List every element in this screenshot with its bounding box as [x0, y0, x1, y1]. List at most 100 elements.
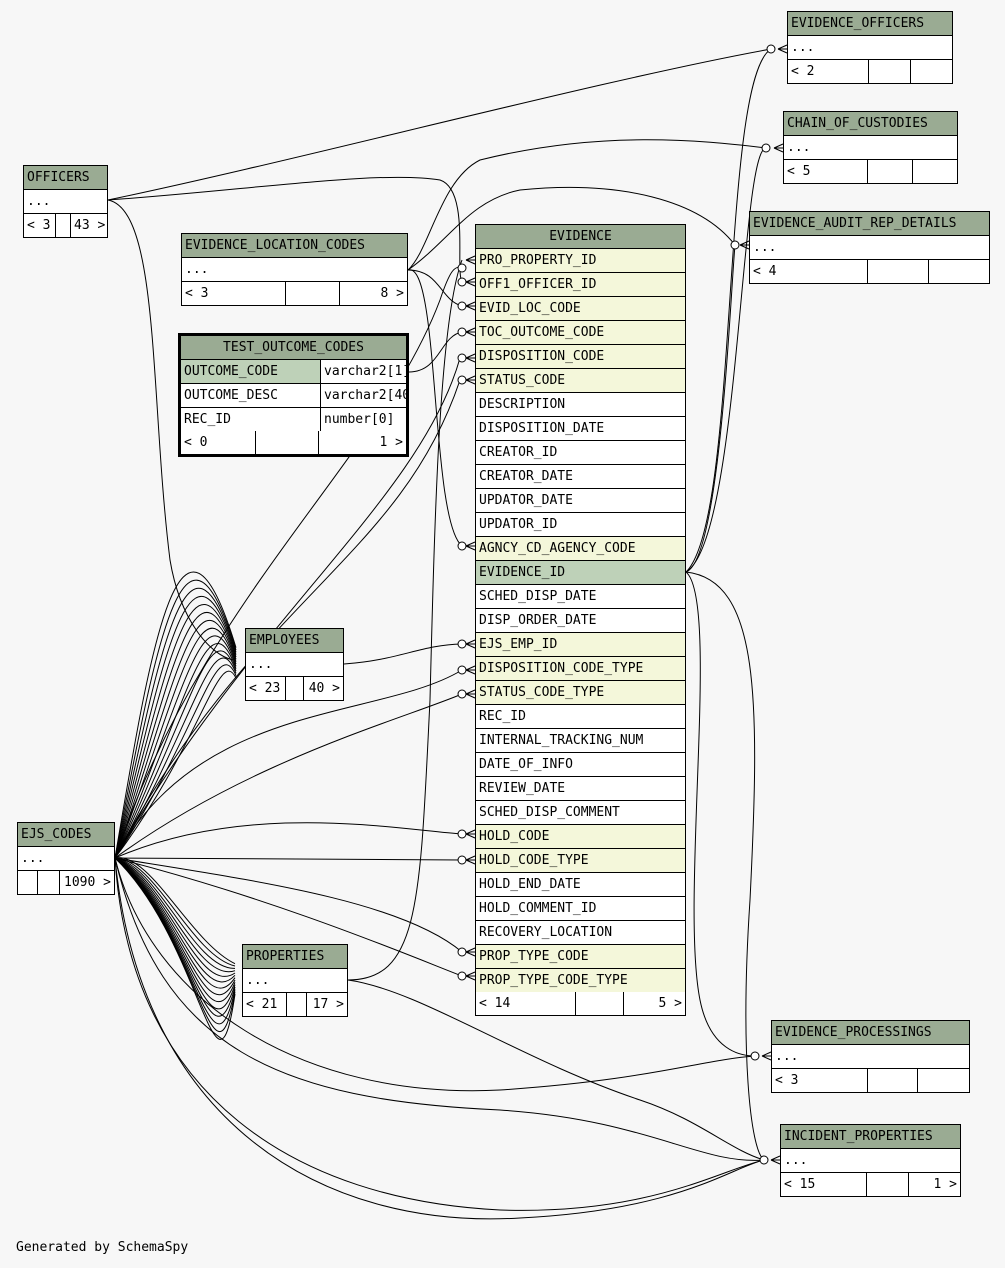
relationship-end-marker — [457, 327, 467, 337]
table-name: EJS_CODES — [18, 823, 114, 847]
parent-count: < 2 — [788, 60, 869, 83]
relationship-end-marker — [457, 277, 467, 287]
relationship-line — [407, 139, 767, 271]
relationship-line — [761, 1051, 772, 1061]
table-employees[interactable]: EMPLOYEES ... < 23 40 > — [245, 628, 344, 701]
column-count — [38, 871, 60, 894]
relationship-end-marker — [457, 375, 467, 385]
table-officers[interactable]: OFFICERS ... < 3 43 > — [23, 165, 108, 238]
relationship-end-marker — [457, 263, 467, 273]
relationship-line — [114, 857, 765, 1211]
relationship-line — [685, 244, 736, 573]
relationship-line — [114, 670, 237, 859]
relationship-line — [114, 379, 461, 859]
parent-count — [18, 871, 38, 894]
column-count — [868, 160, 913, 183]
relationship-line — [107, 48, 772, 201]
table-footer: < 2 — [788, 60, 952, 83]
relationship-line — [465, 689, 476, 699]
relationship-line — [114, 857, 236, 996]
table-chain-of-custodies[interactable]: CHAIN_OF_CUSTODIES ... < 5 — [783, 111, 958, 184]
child-count: 1 > — [379, 435, 403, 450]
table-name: INCIDENT_PROPERTIES — [781, 1125, 960, 1149]
relationship-line — [107, 199, 234, 661]
parent-count: < 21 — [243, 993, 287, 1016]
parent-count: < 23 — [246, 677, 286, 700]
column-count — [576, 992, 624, 1015]
relationship-line — [114, 857, 236, 1017]
column-row: OFF1_OFFICER_ID — [476, 273, 685, 297]
column-row: STATUS_CODE_TYPE — [476, 681, 685, 705]
column-row: DISPOSITION_CODE — [476, 345, 685, 369]
table-footer: 1090 > — [18, 871, 114, 894]
relationship-line — [407, 187, 736, 271]
parent-count: < 3 — [24, 214, 56, 237]
generated-by-footer: Generated by SchemaSpy — [16, 1240, 189, 1255]
relationship-line — [407, 269, 463, 307]
relationship-line — [114, 587, 237, 859]
table-properties[interactable]: PROPERTIES ... < 21 17 > — [242, 944, 348, 1017]
column-row: SCHED_DISP_DATE — [476, 585, 685, 609]
relationship-line — [114, 857, 236, 1002]
child-count — [911, 60, 952, 83]
relationship-line — [114, 857, 236, 973]
table-name: PROPERTIES — [243, 945, 347, 969]
column-row: REC_ID — [476, 705, 685, 729]
table-evidence-audit-rep-details[interactable]: EVIDENCE_AUDIT_REP_DETAILS ... < 4 — [749, 211, 990, 284]
relationship-end-marker — [457, 855, 467, 865]
column-row: PROP_TYPE_CODE — [476, 945, 685, 969]
column-name: REC_ID — [181, 408, 321, 431]
table-footer: < 3 — [772, 1069, 969, 1092]
column-row: DESCRIPTION — [476, 393, 685, 417]
table-incident-properties[interactable]: INCIDENT_PROPERTIES ... < 15 1 > — [780, 1124, 961, 1197]
column-count — [868, 260, 929, 283]
relationship-line — [685, 571, 765, 1161]
column-row: EJS_EMP_ID — [476, 633, 685, 657]
relationship-end-marker — [457, 689, 467, 699]
relationship-line — [114, 571, 237, 859]
relationship-line — [773, 143, 784, 153]
table-evidence-processings[interactable]: EVIDENCE_PROCESSINGS ... < 3 — [771, 1020, 970, 1093]
column-type: number[0] — [324, 412, 395, 427]
collapsed-columns: ... — [750, 236, 989, 260]
table-footer: < 21 17 > — [243, 993, 347, 1016]
collapsed-columns: ... — [24, 190, 107, 214]
table-evidence-location-codes[interactable]: EVIDENCE_LOCATION_CODES ... < 3 8 > — [181, 233, 408, 306]
child-count: 17 > — [312, 997, 344, 1012]
table-name: EVIDENCE_LOCATION_CODES — [182, 234, 407, 258]
table-footer: < 23 40 > — [246, 677, 343, 700]
collapsed-columns: ... — [784, 136, 957, 160]
relationship-end-marker — [457, 639, 467, 649]
column-row: EVID_LOC_CODE — [476, 297, 685, 321]
column-row: AGNCY_CD_AGENCY_CODE — [476, 537, 685, 561]
table-name: OFFICERS — [24, 166, 107, 190]
column-count — [286, 677, 304, 700]
parent-count: < 15 — [781, 1173, 867, 1196]
table-ejs-codes[interactable]: EJS_CODES ... 1090 > — [17, 822, 115, 895]
column-row: UPDATOR_ID — [476, 513, 685, 537]
collapsed-columns: ... — [772, 1045, 969, 1069]
child-count: 1090 > — [64, 875, 111, 890]
table-name: EVIDENCE — [476, 225, 685, 249]
parent-count: < 0 — [181, 431, 256, 454]
collapsed-columns: ... — [246, 653, 343, 677]
table-name: EVIDENCE_PROCESSINGS — [772, 1021, 969, 1045]
collapsed-columns: ... — [788, 36, 952, 60]
relationship-line — [408, 331, 463, 373]
column-row: HOLD_CODE_TYPE — [476, 849, 685, 873]
relationship-line — [114, 357, 461, 859]
relationship-line — [114, 822, 463, 859]
column-count — [56, 214, 71, 237]
relationship-line — [114, 857, 463, 977]
table-footer: < 14 5 > — [476, 992, 685, 1015]
child-count: 5 > — [658, 996, 682, 1011]
relationship-line — [114, 857, 463, 861]
relationship-line — [465, 829, 476, 839]
column-row: EVIDENCE_ID — [476, 561, 685, 585]
relationship-line — [407, 269, 463, 547]
table-evidence-officers[interactable]: EVIDENCE_OFFICERS ... < 2 — [787, 11, 953, 84]
column-count — [287, 993, 307, 1016]
